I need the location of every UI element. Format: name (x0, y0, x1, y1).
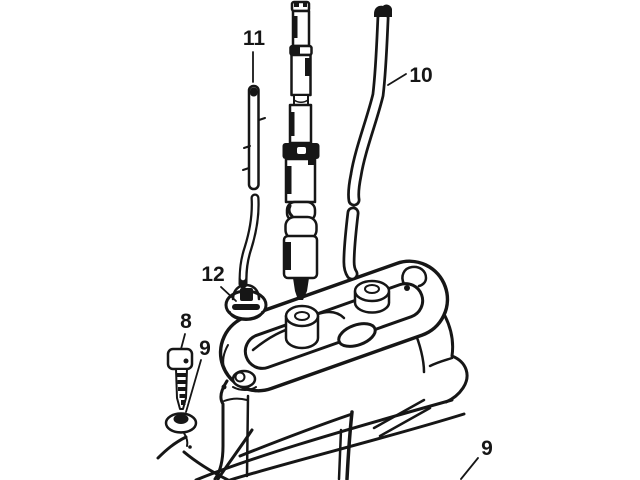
body-rear-inner-edge (337, 428, 343, 480)
leader-line-9-upper (185, 359, 202, 413)
washer-brim-arc (167, 427, 195, 434)
flange-left-hole (234, 371, 246, 383)
bolt-thread-1 (177, 373, 186, 377)
flange-rib-2 (316, 310, 346, 320)
callout-9-lower: 9 (481, 437, 493, 460)
bolt-thread-5 (181, 400, 186, 405)
shaft-joint-1-curve (293, 99, 309, 103)
washer-tail (183, 432, 189, 447)
part-8-bolt (166, 347, 194, 410)
part-11-shift-rod (238, 84, 266, 289)
flange-left-rim (222, 344, 229, 369)
shaft-segment-4-shade (286, 166, 292, 194)
flange-fitting (401, 265, 428, 288)
water-tube-cap (374, 4, 392, 17)
shaft-collar-slit (297, 147, 306, 154)
bolt-head (166, 347, 194, 371)
shift-rod-lower-core (240, 195, 258, 281)
shaft-spline-shade (293, 16, 298, 38)
part-10-water-tube (342, 4, 392, 281)
body-bottom-arc (238, 412, 354, 458)
flange-fitting-dot (404, 285, 410, 291)
shaft-top-mark-1 (294, 1, 299, 7)
callout-8: 8 (180, 310, 192, 333)
plate-edge-upper (194, 398, 454, 480)
body-hatch-2 (378, 406, 432, 438)
shaft-joint-2-shade (287, 204, 294, 218)
shift-rod-upper (247, 84, 260, 191)
bolt-thread-2 (177, 380, 186, 384)
dot-detail (188, 445, 192, 449)
shift-rod-top-cap (250, 87, 258, 97)
shaft-tip (293, 278, 309, 300)
shaft-segment-2-shade (305, 58, 310, 76)
rod-tick-left-1 (243, 145, 251, 149)
water-tube-lower-core (345, 209, 357, 278)
shaft-joint-1 (293, 94, 309, 106)
rod-tick-left-2 (242, 167, 250, 171)
callout-9-upper: 9 (199, 337, 211, 360)
rod-tick-right (258, 117, 266, 121)
bolt-thread-4 (179, 394, 186, 398)
callout-11: 11 (243, 27, 266, 50)
body-right-step (428, 356, 454, 368)
washer-center (173, 414, 189, 424)
leader-line-12 (220, 286, 237, 302)
strut-cross-edge (182, 450, 230, 480)
flange-dot-left (221, 384, 227, 390)
gearcase-front-edge (213, 379, 229, 480)
body-hatch-1 (372, 398, 426, 430)
body-right-edge (443, 314, 469, 404)
flange-left-arc (232, 386, 257, 391)
callouts: 11 10 12 8 9 9 (180, 27, 493, 480)
leader-line-8 (180, 333, 186, 350)
shaft-segment-4-tick (308, 160, 314, 165)
gearcase-housing (156, 259, 469, 480)
shaft-segment-5-shade (285, 242, 291, 270)
plate-edge-lower (228, 412, 466, 480)
grommet-slot (232, 304, 260, 310)
driveshaft-boss-bore (294, 311, 310, 321)
part-12-grommet (224, 283, 268, 321)
bolt-thread-3 (178, 387, 186, 391)
shaft-band-1-shade (291, 47, 300, 54)
grommet-base-arc (229, 311, 263, 321)
strut-leading-edge (156, 435, 188, 460)
flange-oval-hole (337, 322, 377, 348)
callout-12: 12 (201, 263, 224, 286)
drive-shaft (282, 0, 320, 300)
part-9-washer (164, 412, 198, 447)
water-tube-upper-core (349, 14, 387, 204)
leader-line-10 (387, 73, 407, 86)
bolt-head-dot (183, 358, 189, 364)
body-rear-edge (345, 410, 354, 480)
grommet-hole (240, 288, 253, 301)
gearcase-front-step (223, 397, 248, 402)
tube-boss-bore (364, 284, 380, 294)
leader-line-9-lower (460, 457, 479, 480)
callout-10: 10 (409, 64, 432, 87)
grommet-dome (231, 283, 261, 301)
shaft-top-mark-2 (303, 1, 307, 7)
shaft-segment-3-shade (290, 112, 295, 136)
